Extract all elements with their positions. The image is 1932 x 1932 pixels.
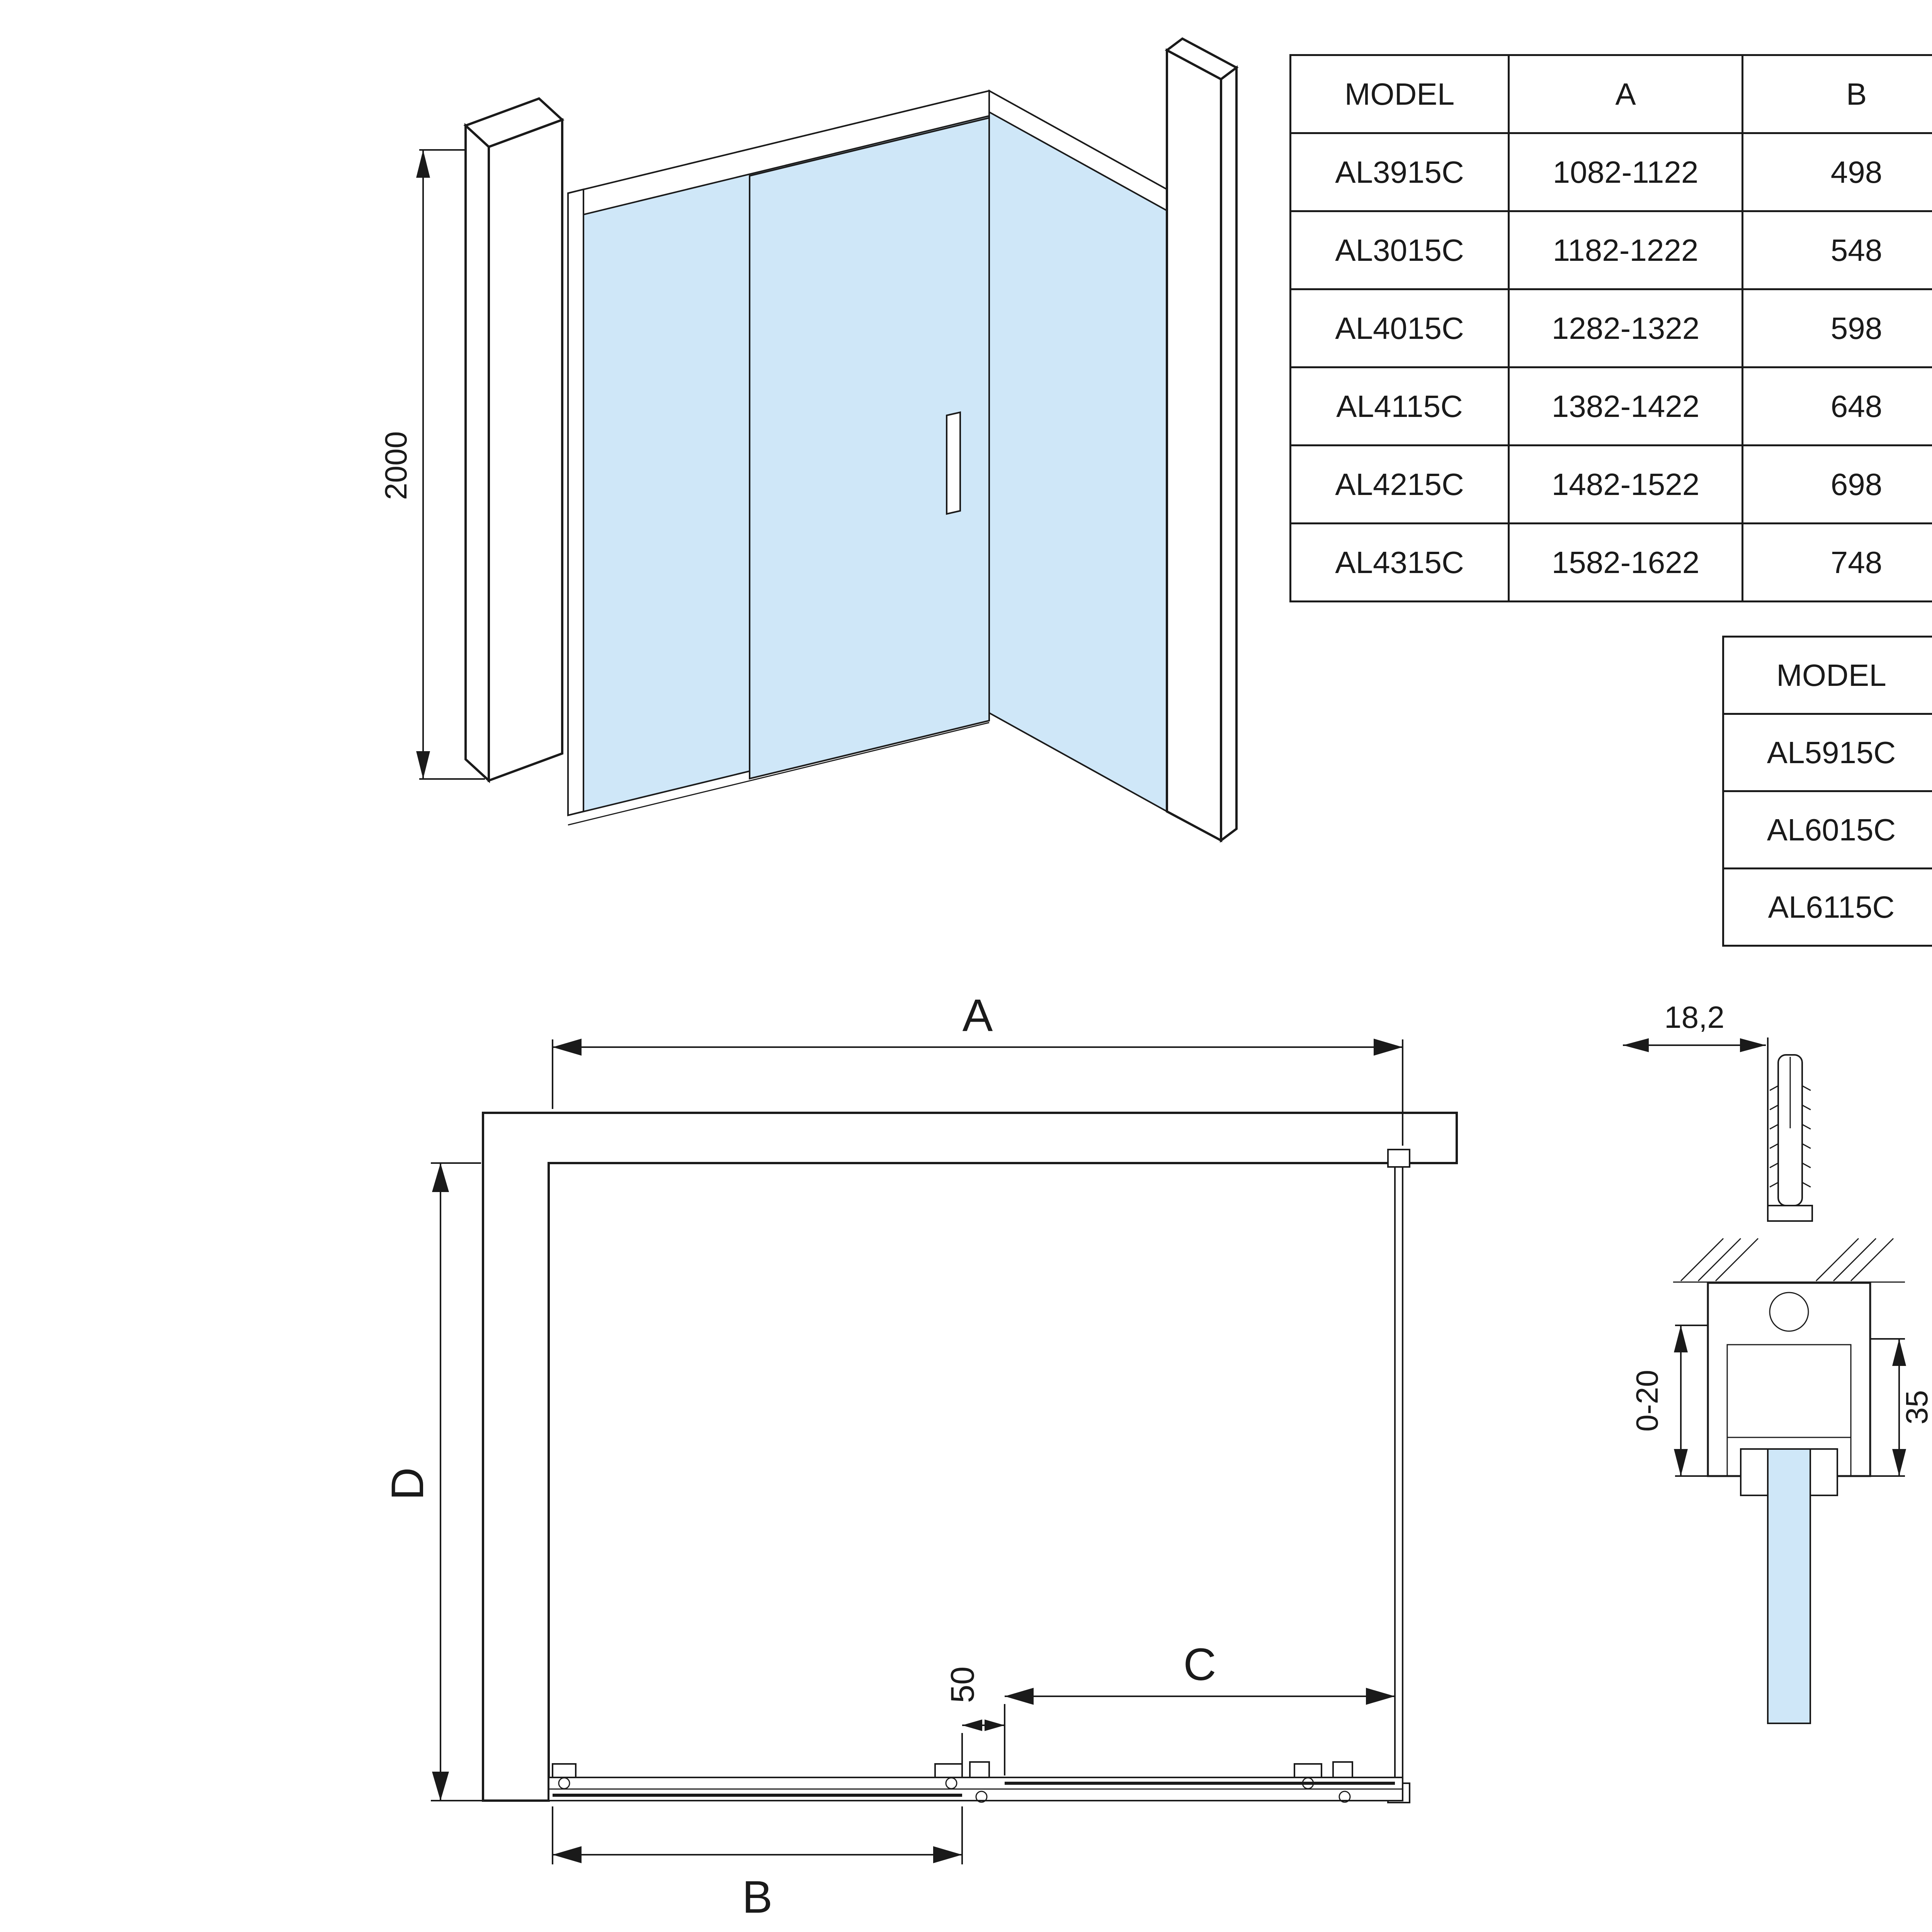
dim-label-b: B [742, 1872, 773, 1923]
header-model: MODEL [1722, 636, 1932, 715]
wall-mount-profile [1707, 1282, 1871, 1477]
dim-label-c: C [1183, 1639, 1216, 1690]
table-row: AL4215C 1482-1522 698 625 [1289, 444, 1932, 524]
cell-a: 1182-1222 [1508, 210, 1743, 290]
table-row: AL4315C 1582-1622 748 675 [1289, 522, 1932, 602]
plan-dimension-a: A [552, 990, 1403, 1146]
plan-side-panel [1387, 1149, 1410, 1803]
cell-model: AL6015C [1722, 790, 1932, 869]
isometric-view: 2000 [379, 37, 1239, 843]
cell-b: 698 [1742, 444, 1932, 524]
wall-hatch [1673, 1238, 1905, 1283]
header-a: A [1508, 54, 1743, 134]
cell-b: 498 [1742, 132, 1932, 212]
wall-plug-icon [1767, 1054, 1813, 1222]
header-model: MODEL [1289, 54, 1510, 134]
glass-pane [1740, 1448, 1838, 1724]
plan-view: A D C 50 [382, 990, 1458, 1923]
dim-label-35: 35 [1900, 1390, 1932, 1425]
table-row: AL5915C 780-800 [1722, 713, 1932, 792]
table-row: AL4015C 1282-1322 598 525 [1289, 288, 1932, 368]
iso-side-panel [988, 89, 1168, 813]
roller-bracket-right [1294, 1761, 1353, 1803]
cell-a: 1282-1322 [1508, 288, 1743, 368]
iso-right-wall [1165, 37, 1239, 843]
door-handle [946, 411, 961, 515]
cell-model: AL6115C [1722, 867, 1932, 947]
table-row: AL3015C 1182-1222 548 475 [1289, 210, 1932, 290]
cell-a: 1082-1122 [1508, 132, 1743, 212]
cell-b: 548 [1742, 210, 1932, 290]
header-b: B [1742, 54, 1932, 134]
dim-label-18-2: 18,2 [1664, 1000, 1725, 1034]
detail-dimension-35: 35 [1871, 1338, 1932, 1477]
table-header-row: MODEL A B C [1289, 54, 1932, 134]
cell-b: 648 [1742, 366, 1932, 446]
cell-model: AL5915C [1722, 713, 1932, 792]
roller-bracket-middle [934, 1761, 990, 1803]
cell-model: AL4015C [1289, 288, 1510, 368]
plan-dimension-50: 50 [944, 1667, 1005, 1776]
dim-label-50: 50 [944, 1667, 981, 1703]
table-header-row: MODEL D [1722, 636, 1932, 715]
iso-dimension-2000: 2000 [379, 149, 485, 780]
dim-label-a: A [963, 990, 993, 1041]
cell-b: 598 [1742, 288, 1932, 368]
cell-b: 748 [1742, 522, 1932, 602]
model-depth-table: MODEL D AL5915C 780-800 AL6015C 880-900 … [1722, 636, 1932, 947]
cell-model: AL4315C [1289, 522, 1510, 602]
table-row: AL6015C 880-900 [1722, 790, 1932, 869]
side-glass-panel [988, 89, 1168, 813]
cell-model: AL4215C [1289, 444, 1510, 524]
table-row: AL3915C 1082-1122 498 425 [1289, 132, 1932, 212]
detail-top-profile: 18,2 [1623, 1000, 1932, 1724]
plan-door-track [548, 1761, 1403, 1803]
table-row: AL6115C 980-1000 [1722, 867, 1932, 947]
table-row: AL4115C 1382-1422 648 575 [1289, 366, 1932, 446]
cell-model: AL3015C [1289, 210, 1510, 290]
plan-dimension-c: C [1004, 1639, 1395, 1776]
roller-bracket-left [552, 1763, 577, 1789]
sliding-glass-door [749, 117, 990, 780]
cell-model: AL4115C [1289, 366, 1510, 446]
iso-door-panel [567, 90, 990, 826]
cell-a: 1482-1522 [1508, 444, 1743, 524]
iso-left-wall [463, 97, 565, 783]
cell-a: 1382-1422 [1508, 366, 1743, 446]
model-dimensions-table: MODEL A B C AL3915C 1082-1122 498 425 AL… [1289, 54, 1932, 602]
cell-model: AL3915C [1289, 132, 1510, 212]
detail-dimension-18-2: 18,2 [1623, 1000, 1769, 1209]
dim-label-0-20: 0-20 [1630, 1370, 1664, 1432]
plan-dimension-d: D [382, 1162, 545, 1801]
dim-label-d: D [382, 1467, 433, 1500]
detail-dimension-0-20: 0-20 [1630, 1325, 1707, 1477]
wall-profile [567, 188, 584, 816]
plan-dimension-b: B [552, 1806, 963, 1923]
cell-a: 1582-1622 [1508, 522, 1743, 602]
dim-label-2000: 2000 [379, 431, 413, 500]
